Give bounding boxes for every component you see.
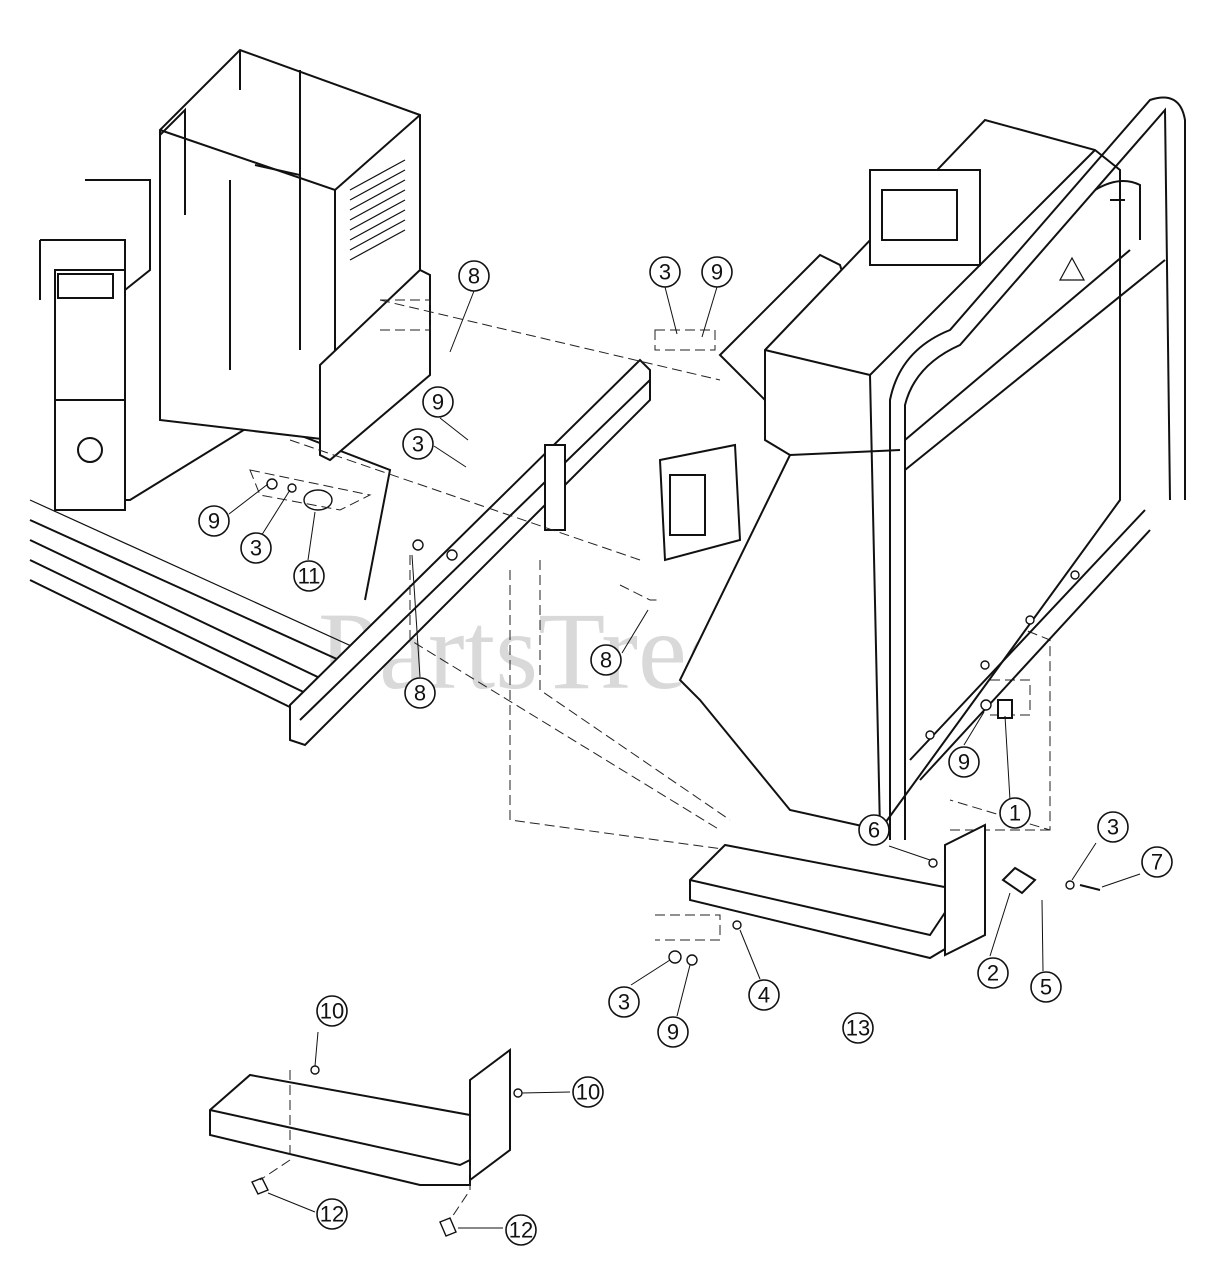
svg-text:3: 3	[618, 990, 630, 1015]
svg-text:7: 7	[1151, 850, 1163, 875]
callout-3-mid: 3	[402, 428, 434, 460]
callout-9-mid: 9	[422, 386, 454, 418]
svg-text:10: 10	[576, 1080, 600, 1105]
svg-text:4: 4	[758, 983, 770, 1008]
callout-11: 11	[293, 560, 325, 592]
svg-text:11: 11	[298, 564, 321, 589]
assembly-lines	[289, 299, 1051, 941]
callout-2: 2	[977, 957, 1009, 989]
callout-10-b: 10	[572, 1076, 604, 1108]
callout-7: 7	[1141, 846, 1173, 878]
svg-text:8: 8	[468, 264, 480, 289]
svg-text:12: 12	[509, 1218, 533, 1243]
svg-text:3: 3	[659, 260, 671, 285]
svg-text:1: 1	[1009, 801, 1021, 826]
callout-9-left: 9	[198, 505, 230, 537]
callout-12-b: 12	[505, 1214, 537, 1246]
callout-8-top: 8	[458, 260, 490, 292]
left-frame-assembly	[29, 48, 431, 713]
callout-1: 1	[999, 797, 1031, 829]
callout-8-low: 8	[590, 644, 622, 676]
callout-9-right: 9	[948, 746, 980, 778]
svg-text:9: 9	[711, 260, 723, 285]
svg-text:9: 9	[208, 509, 220, 534]
mount-bracket	[668, 823, 1101, 966]
lower-bracket	[209, 1048, 523, 1237]
callout-3-bot: 3	[608, 986, 640, 1018]
channel-rail	[289, 358, 651, 747]
svg-text:2: 2	[987, 961, 999, 986]
svg-text:3: 3	[250, 536, 262, 561]
svg-text:10: 10	[320, 999, 344, 1024]
svg-text:9: 9	[667, 1020, 679, 1045]
callout-4: 4	[748, 979, 780, 1011]
callout-10-a: 10	[316, 995, 348, 1027]
svg-text:9: 9	[432, 390, 444, 415]
svg-text:8: 8	[600, 648, 612, 673]
callout-5: 5	[1030, 971, 1062, 1003]
svg-text:3: 3	[412, 432, 424, 457]
callout-6: 6	[858, 814, 890, 846]
callout-13: 13	[842, 1012, 874, 1044]
svg-text:12: 12	[320, 1202, 344, 1227]
svg-text:5: 5	[1040, 975, 1052, 1000]
callout-3-right: 3	[1097, 811, 1129, 843]
svg-text:13: 13	[846, 1016, 870, 1041]
svg-text:9: 9	[958, 750, 970, 775]
callout-leaders	[228, 286, 1141, 1229]
callout-3-left: 3	[240, 532, 272, 564]
callout-8-mid: 8	[404, 677, 436, 709]
callout-9-bot: 9	[657, 1016, 689, 1048]
svg-text:3: 3	[1107, 815, 1119, 840]
svg-text:6: 6	[868, 818, 880, 843]
svg-text:8: 8	[414, 681, 426, 706]
callout-12-a: 12	[316, 1198, 348, 1230]
callout-3-top: 3	[649, 256, 681, 288]
bagger-assembly	[658, 96, 1186, 840]
callout-9-top: 9	[701, 256, 733, 288]
